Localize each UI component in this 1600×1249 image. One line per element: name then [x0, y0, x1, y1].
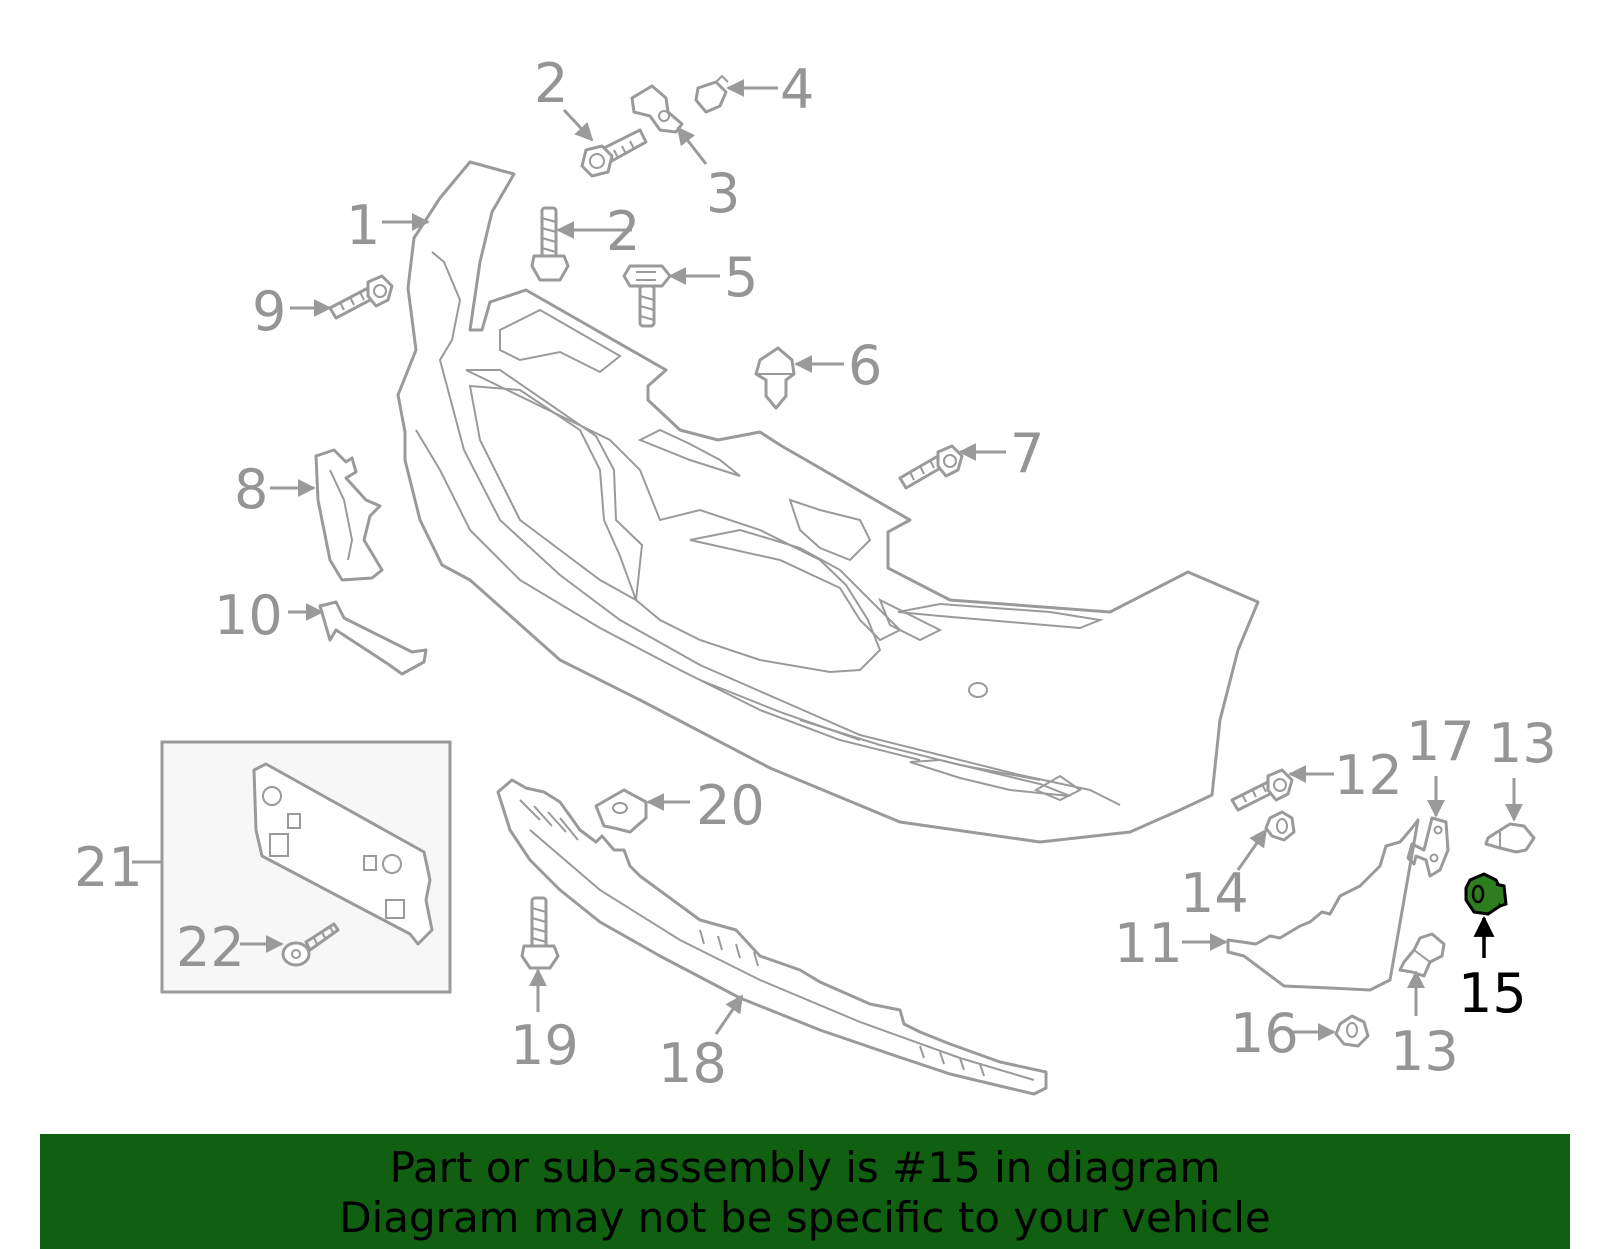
callout-14: 14 — [1180, 862, 1249, 925]
part-4-clip — [694, 74, 729, 114]
part-1-bumper-cover — [396, 160, 1260, 844]
part-2-bolt-middle — [530, 206, 570, 282]
part-20-clip-nut — [594, 788, 648, 834]
part-3-bracket — [630, 84, 684, 134]
callout-19: 19 — [510, 1014, 579, 1077]
callout-17: 17 — [1406, 710, 1475, 773]
callout-12: 12 — [1334, 744, 1403, 807]
part-21-license-bracket-inset — [160, 740, 452, 994]
callout-22: 22 — [176, 916, 245, 979]
callout-9: 9 — [252, 280, 286, 343]
callout-16: 16 — [1230, 1002, 1299, 1065]
part-16-nut — [1334, 1014, 1370, 1048]
callout-18: 18 — [658, 1032, 727, 1095]
part-12-bolt — [1230, 768, 1294, 812]
part-9-bolt — [328, 274, 394, 320]
part-15-nut-highlighted — [1464, 872, 1508, 916]
callout-15-highlighted: 15 — [1458, 962, 1527, 1025]
callout-21: 21 — [74, 836, 143, 899]
callout-20: 20 — [696, 774, 765, 837]
callout-2-middle: 2 — [606, 200, 640, 263]
banner-line-part-number: Part or sub-assembly is #15 in diagram — [389, 1143, 1221, 1192]
callout-5: 5 — [724, 246, 758, 309]
part-5-bolt — [622, 264, 672, 328]
part-17-bracket — [1406, 816, 1450, 878]
banner-line-disclaimer: Diagram may not be specific to your vehi… — [339, 1193, 1271, 1242]
callout-13-upper: 13 — [1488, 712, 1557, 775]
part-18-lower-deflector — [496, 778, 1048, 1096]
callout-7: 7 — [1010, 422, 1044, 485]
part-11-lower-bracket — [1226, 818, 1420, 992]
callout-10: 10 — [214, 584, 283, 647]
callout-1: 1 — [346, 194, 380, 257]
callout-8: 8 — [234, 458, 268, 521]
callout-4: 4 — [780, 58, 814, 121]
part-19-bolt — [520, 896, 560, 970]
callout-13-lower: 13 — [1390, 1020, 1459, 1083]
leader-lines — [132, 79, 1523, 1041]
callout-labels: 1 2 2 3 4 5 6 7 8 9 10 11 12 13 13 14 15… — [74, 52, 1557, 1095]
callout-2-upper: 2 — [534, 52, 568, 115]
callout-11: 11 — [1114, 912, 1183, 975]
part-7-bolt — [898, 444, 964, 490]
part-6-push-clip — [754, 346, 796, 410]
part-8-side-bracket — [314, 448, 384, 582]
info-banner: Part or sub-assembly is #15 in diagram D… — [40, 1134, 1570, 1249]
part-2-bolt-upper — [580, 128, 648, 178]
part-13-clip-lower — [1398, 932, 1446, 978]
callout-3: 3 — [706, 162, 740, 225]
part-13-clip-upper — [1484, 822, 1536, 854]
callout-6: 6 — [848, 334, 882, 397]
part-14-nut — [1264, 810, 1296, 842]
part-22-screw — [281, 922, 340, 967]
part-10-bracket — [318, 600, 428, 676]
